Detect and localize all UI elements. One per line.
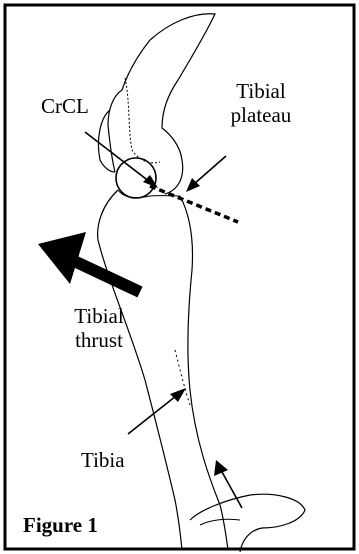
label-tibial-thrust: Tibial thrust: [54, 305, 144, 352]
plateau-pointer-line: [194, 156, 226, 184]
label-tibia: Tibia: [81, 449, 125, 473]
tibia-outline-left: [98, 190, 182, 550]
femur-outline-left: [108, 40, 150, 172]
crcl-pointer-line: [85, 132, 150, 182]
label-tibial-thrust-line2: thrust: [54, 329, 144, 353]
label-crcl: CrCL: [41, 95, 89, 119]
tibia-pointer-line: [128, 396, 176, 434]
tibia-outline-right: [180, 196, 228, 550]
figure-caption: Figure 1: [23, 513, 98, 538]
condyle-dotted: [125, 78, 160, 163]
label-tibial-plateau-line1: Tibial: [216, 80, 306, 104]
label-tibial-thrust-line1: Tibial: [54, 305, 144, 329]
tibial-plateau-line: [150, 186, 238, 222]
tibial-thrust-shaft: [72, 260, 140, 292]
tibia-pointer-head: [170, 388, 186, 402]
foot-outline: [190, 494, 305, 552]
label-tibial-plateau-line2: plateau: [216, 104, 306, 128]
foot-inner: [200, 519, 240, 525]
label-tibial-plateau: Tibial plateau: [216, 80, 306, 127]
femur-outline: [150, 14, 215, 194]
lower-arrow-head: [214, 460, 228, 476]
lower-arrow-line: [222, 472, 242, 508]
